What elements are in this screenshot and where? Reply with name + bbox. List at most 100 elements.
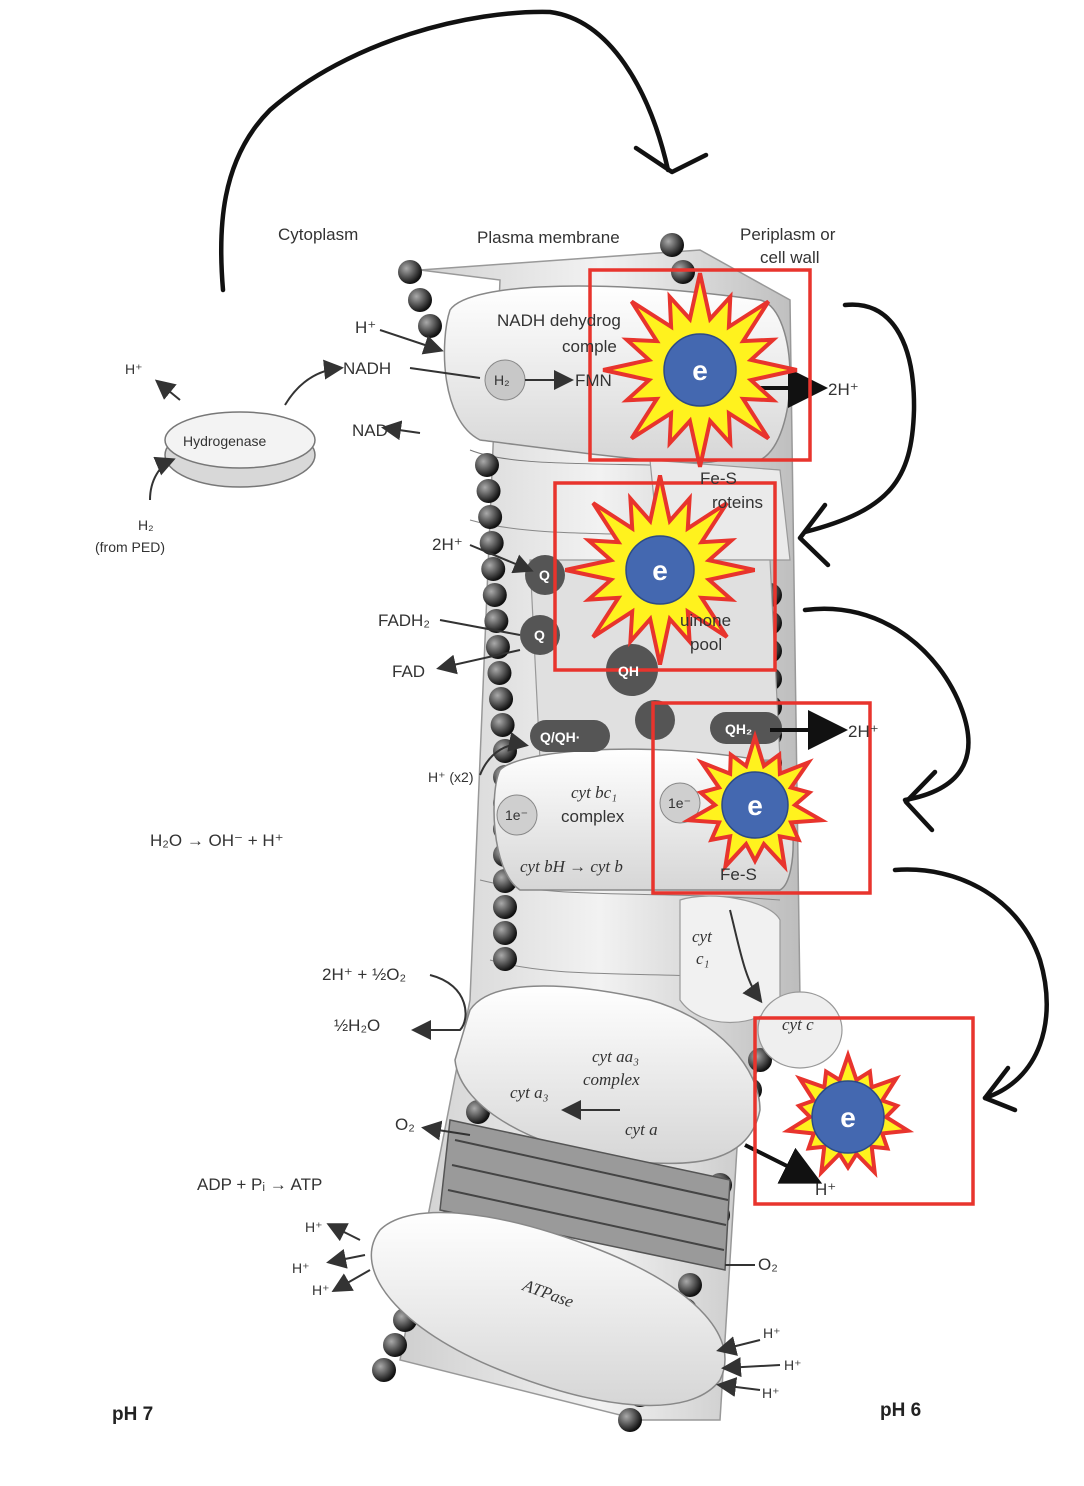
lipid-head xyxy=(493,895,517,919)
highlight-box-bc1 xyxy=(651,701,872,895)
bc1-h-x2: H⁺ (x2) xyxy=(428,769,474,785)
atpase-h-left-1: H⁺ xyxy=(305,1219,323,1235)
lipid-head xyxy=(660,233,684,257)
quinone-2h-out: 2H⁺ xyxy=(848,722,879,741)
fmn-label: FMN xyxy=(575,371,612,390)
cyt-c1-line1: cyt xyxy=(692,927,713,946)
water-out: ½H₂O xyxy=(334,1016,380,1035)
hydrogenase-h-out: H⁺ xyxy=(125,361,143,377)
hydrogenase-label: Hydrogenase xyxy=(183,433,266,449)
bc1-complex-line2: complex xyxy=(561,807,625,826)
ph-left-label: pH 7 xyxy=(112,1404,153,1425)
bc1-fes-label: Fe-S xyxy=(720,865,757,884)
quinone-2h-in: 2H⁺ xyxy=(432,535,463,554)
lipid-head xyxy=(490,713,515,737)
cyt-c-label: cyt c xyxy=(782,1015,814,1034)
electron-circle xyxy=(625,535,695,605)
text-labels: Cytoplasm Plasma membrane Periplasm or c… xyxy=(95,225,921,1425)
hydrogenase-shape xyxy=(164,411,316,488)
atpase-h-left-2: H⁺ xyxy=(292,1260,310,1276)
cyt-c1-line2: c₁ xyxy=(696,949,709,968)
atp-synthesis-label: ADP + Pᵢ → ATP xyxy=(197,1175,322,1194)
electron-circle xyxy=(721,771,789,839)
electrons: e e e e xyxy=(564,272,915,1179)
periplasm-label-line1: Periplasm or xyxy=(740,225,836,244)
membrane-channel-shape xyxy=(439,1119,731,1271)
lipid-head xyxy=(408,288,432,312)
lipid-head xyxy=(493,921,517,945)
atpase-h-left-3: H⁺ xyxy=(312,1282,330,1298)
lipid-head xyxy=(678,1273,702,1297)
nadh-label: NADH xyxy=(343,359,391,378)
process-arrows xyxy=(149,329,848,1397)
electron-marker: e xyxy=(681,729,829,873)
electron-marker: e xyxy=(602,272,798,468)
cyt-c-shape xyxy=(757,991,843,1069)
plasma-membrane-label: Plasma membrane xyxy=(477,228,620,247)
qh-label: QH xyxy=(618,663,639,679)
highlight-box-cytc xyxy=(753,1016,975,1206)
qh2-label: QH₂ xyxy=(725,721,752,737)
electron-label: e xyxy=(747,790,763,821)
electron-marker: e xyxy=(781,1049,915,1179)
cytoplasm-label: Cytoplasm xyxy=(278,225,358,244)
q-qh-label: Q/QH· xyxy=(540,729,580,745)
lipid-head xyxy=(493,947,517,971)
cyt-bh-label: cyt bH → cyt b xyxy=(520,857,623,876)
h2-node-label: H₂ xyxy=(494,372,510,388)
fad-label: FAD xyxy=(392,662,425,681)
lipid-head xyxy=(618,1408,642,1432)
lipid-head xyxy=(383,1333,407,1357)
atpase-h-right-2: H⁺ xyxy=(784,1357,802,1373)
aa3-h-out: H⁺ xyxy=(815,1180,836,1199)
lipid-head xyxy=(671,260,695,284)
cyt-aa3-complex-shape xyxy=(454,985,761,1165)
lipid-head xyxy=(481,557,506,581)
fes-proteins-line2: roteins xyxy=(712,493,763,512)
one-e-nodes xyxy=(496,782,701,836)
lipid-head xyxy=(487,661,512,685)
lipid-head xyxy=(478,505,503,529)
atpase-h-right-1: H⁺ xyxy=(763,1325,781,1341)
o2-right-label: O₂ xyxy=(758,1255,778,1274)
lipid-head xyxy=(398,260,422,284)
electron-label: e xyxy=(840,1102,856,1133)
fes-proteins-line1: Fe-S xyxy=(700,469,737,488)
cyt-a-label: cyt a xyxy=(625,1120,658,1139)
nadh-h-in: H⁺ xyxy=(355,318,376,337)
quinone-pool-line2: pool xyxy=(690,635,722,654)
h2-source-line2: (from PED) xyxy=(95,539,165,555)
aa3-complex-line2: complex xyxy=(583,1070,640,1089)
flow-arrows xyxy=(218,9,1049,1113)
aa3-complex-line1: cyt aa₃ xyxy=(592,1047,639,1066)
atpase-h-right-3: H⁺ xyxy=(762,1385,780,1401)
lipid-head xyxy=(489,687,514,711)
cyt-c1-shape xyxy=(679,895,781,1024)
highlight-box-quinone xyxy=(553,481,777,672)
bc1-complex-line1: cyt bc₁ xyxy=(571,783,617,802)
lipid-head xyxy=(484,609,509,633)
quinone-pool-line1: uinone xyxy=(680,611,731,630)
electron-circle xyxy=(663,333,737,407)
lipid-head xyxy=(476,479,501,503)
cyt-a3-label: cyt a₃ xyxy=(510,1083,549,1102)
one-e-label-2: 1e⁻ xyxy=(668,795,691,811)
electron-label: e xyxy=(652,555,668,586)
fadh2-label: FADH₂ xyxy=(378,611,430,630)
lipid-head xyxy=(479,531,504,555)
nadh-2h-out: 2H⁺ xyxy=(828,380,859,399)
periplasm-label-line2: cell wall xyxy=(760,248,820,267)
one-e-label-1: 1e⁻ xyxy=(505,807,528,823)
o2-left-label: O₂ xyxy=(395,1115,415,1134)
lipid-head xyxy=(372,1358,396,1382)
q-label-2: Q xyxy=(534,627,545,643)
lipid-head xyxy=(482,583,507,607)
h2-source-line1: H₂ xyxy=(138,517,154,533)
water-dissociation: H₂O → OH⁻ + H⁺ xyxy=(150,831,284,850)
nad-label: NAD⁺ xyxy=(352,421,397,440)
electron-label: e xyxy=(692,355,708,386)
electron-circle xyxy=(811,1080,885,1154)
electron-marker: e xyxy=(564,474,756,666)
ph-right-label: pH 6 xyxy=(880,1400,921,1421)
